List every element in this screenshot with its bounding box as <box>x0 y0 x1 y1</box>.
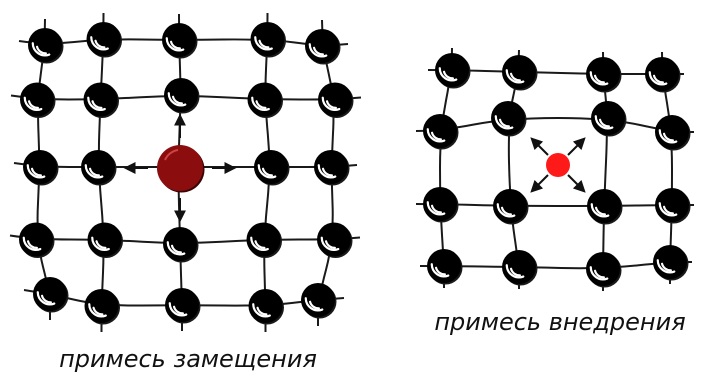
lattice-atom <box>248 83 284 119</box>
substitutional-panel: примесь замещения <box>10 13 361 373</box>
lattice-atom <box>423 114 459 150</box>
lattice-atom <box>493 189 529 225</box>
lattice-atom <box>423 187 459 223</box>
lattice-atom <box>655 188 691 224</box>
lattice-atom <box>88 223 124 259</box>
lattice-atom <box>318 83 354 119</box>
lattice-atom <box>33 277 69 313</box>
lattice-atom <box>28 28 64 64</box>
lattice-atom <box>163 227 199 263</box>
lattice-atom <box>586 57 622 93</box>
lattice-atom <box>251 22 287 58</box>
interstitial-lattice-atoms <box>423 53 691 288</box>
lattice-atom <box>23 150 59 186</box>
lattice-atom <box>301 283 337 319</box>
lattice-atom <box>84 83 120 119</box>
interstitial-caption: примесь внедрения <box>434 308 685 336</box>
lattice-atom <box>586 252 622 288</box>
substitutional-lattice-atoms <box>19 22 354 325</box>
lattice-atom <box>85 289 121 325</box>
lattice-atom <box>249 289 285 325</box>
strain-arrow-up-left <box>532 139 548 155</box>
lattice-atom <box>165 288 201 324</box>
lattice-atom <box>164 78 200 114</box>
substitutional-caption: примесь замещения <box>59 345 317 373</box>
lattice-atom <box>653 245 689 281</box>
strain-arrow-up-right <box>568 139 584 155</box>
lattice-atom <box>317 223 353 259</box>
lattice-atom <box>162 23 198 59</box>
strain-arrow-down-left <box>532 175 548 191</box>
lattice-atom <box>81 150 117 186</box>
lattice-atom <box>491 101 527 137</box>
interstitial-impurity-atom <box>546 153 570 177</box>
lattice-atom <box>19 223 55 259</box>
interstitial-panel: примесь внедрения <box>416 48 694 336</box>
lattice-atom <box>655 115 691 151</box>
lattice-atom <box>435 53 471 89</box>
lattice-atom <box>502 55 538 91</box>
lattice-atom <box>314 150 350 186</box>
lattice-atom <box>502 250 538 286</box>
lattice-atom <box>254 150 290 186</box>
lattice-atom <box>20 83 56 119</box>
lattice-atom <box>427 249 463 285</box>
lattice-atom <box>645 57 681 93</box>
strain-arrow-down-right <box>568 175 584 191</box>
lattice-atom <box>305 29 341 65</box>
lattice-atom <box>247 223 283 259</box>
lattice-atom <box>591 101 627 137</box>
lattice-atom <box>87 22 123 58</box>
substitutional-impurity-atom <box>157 145 205 193</box>
lattice-atom <box>587 189 623 225</box>
